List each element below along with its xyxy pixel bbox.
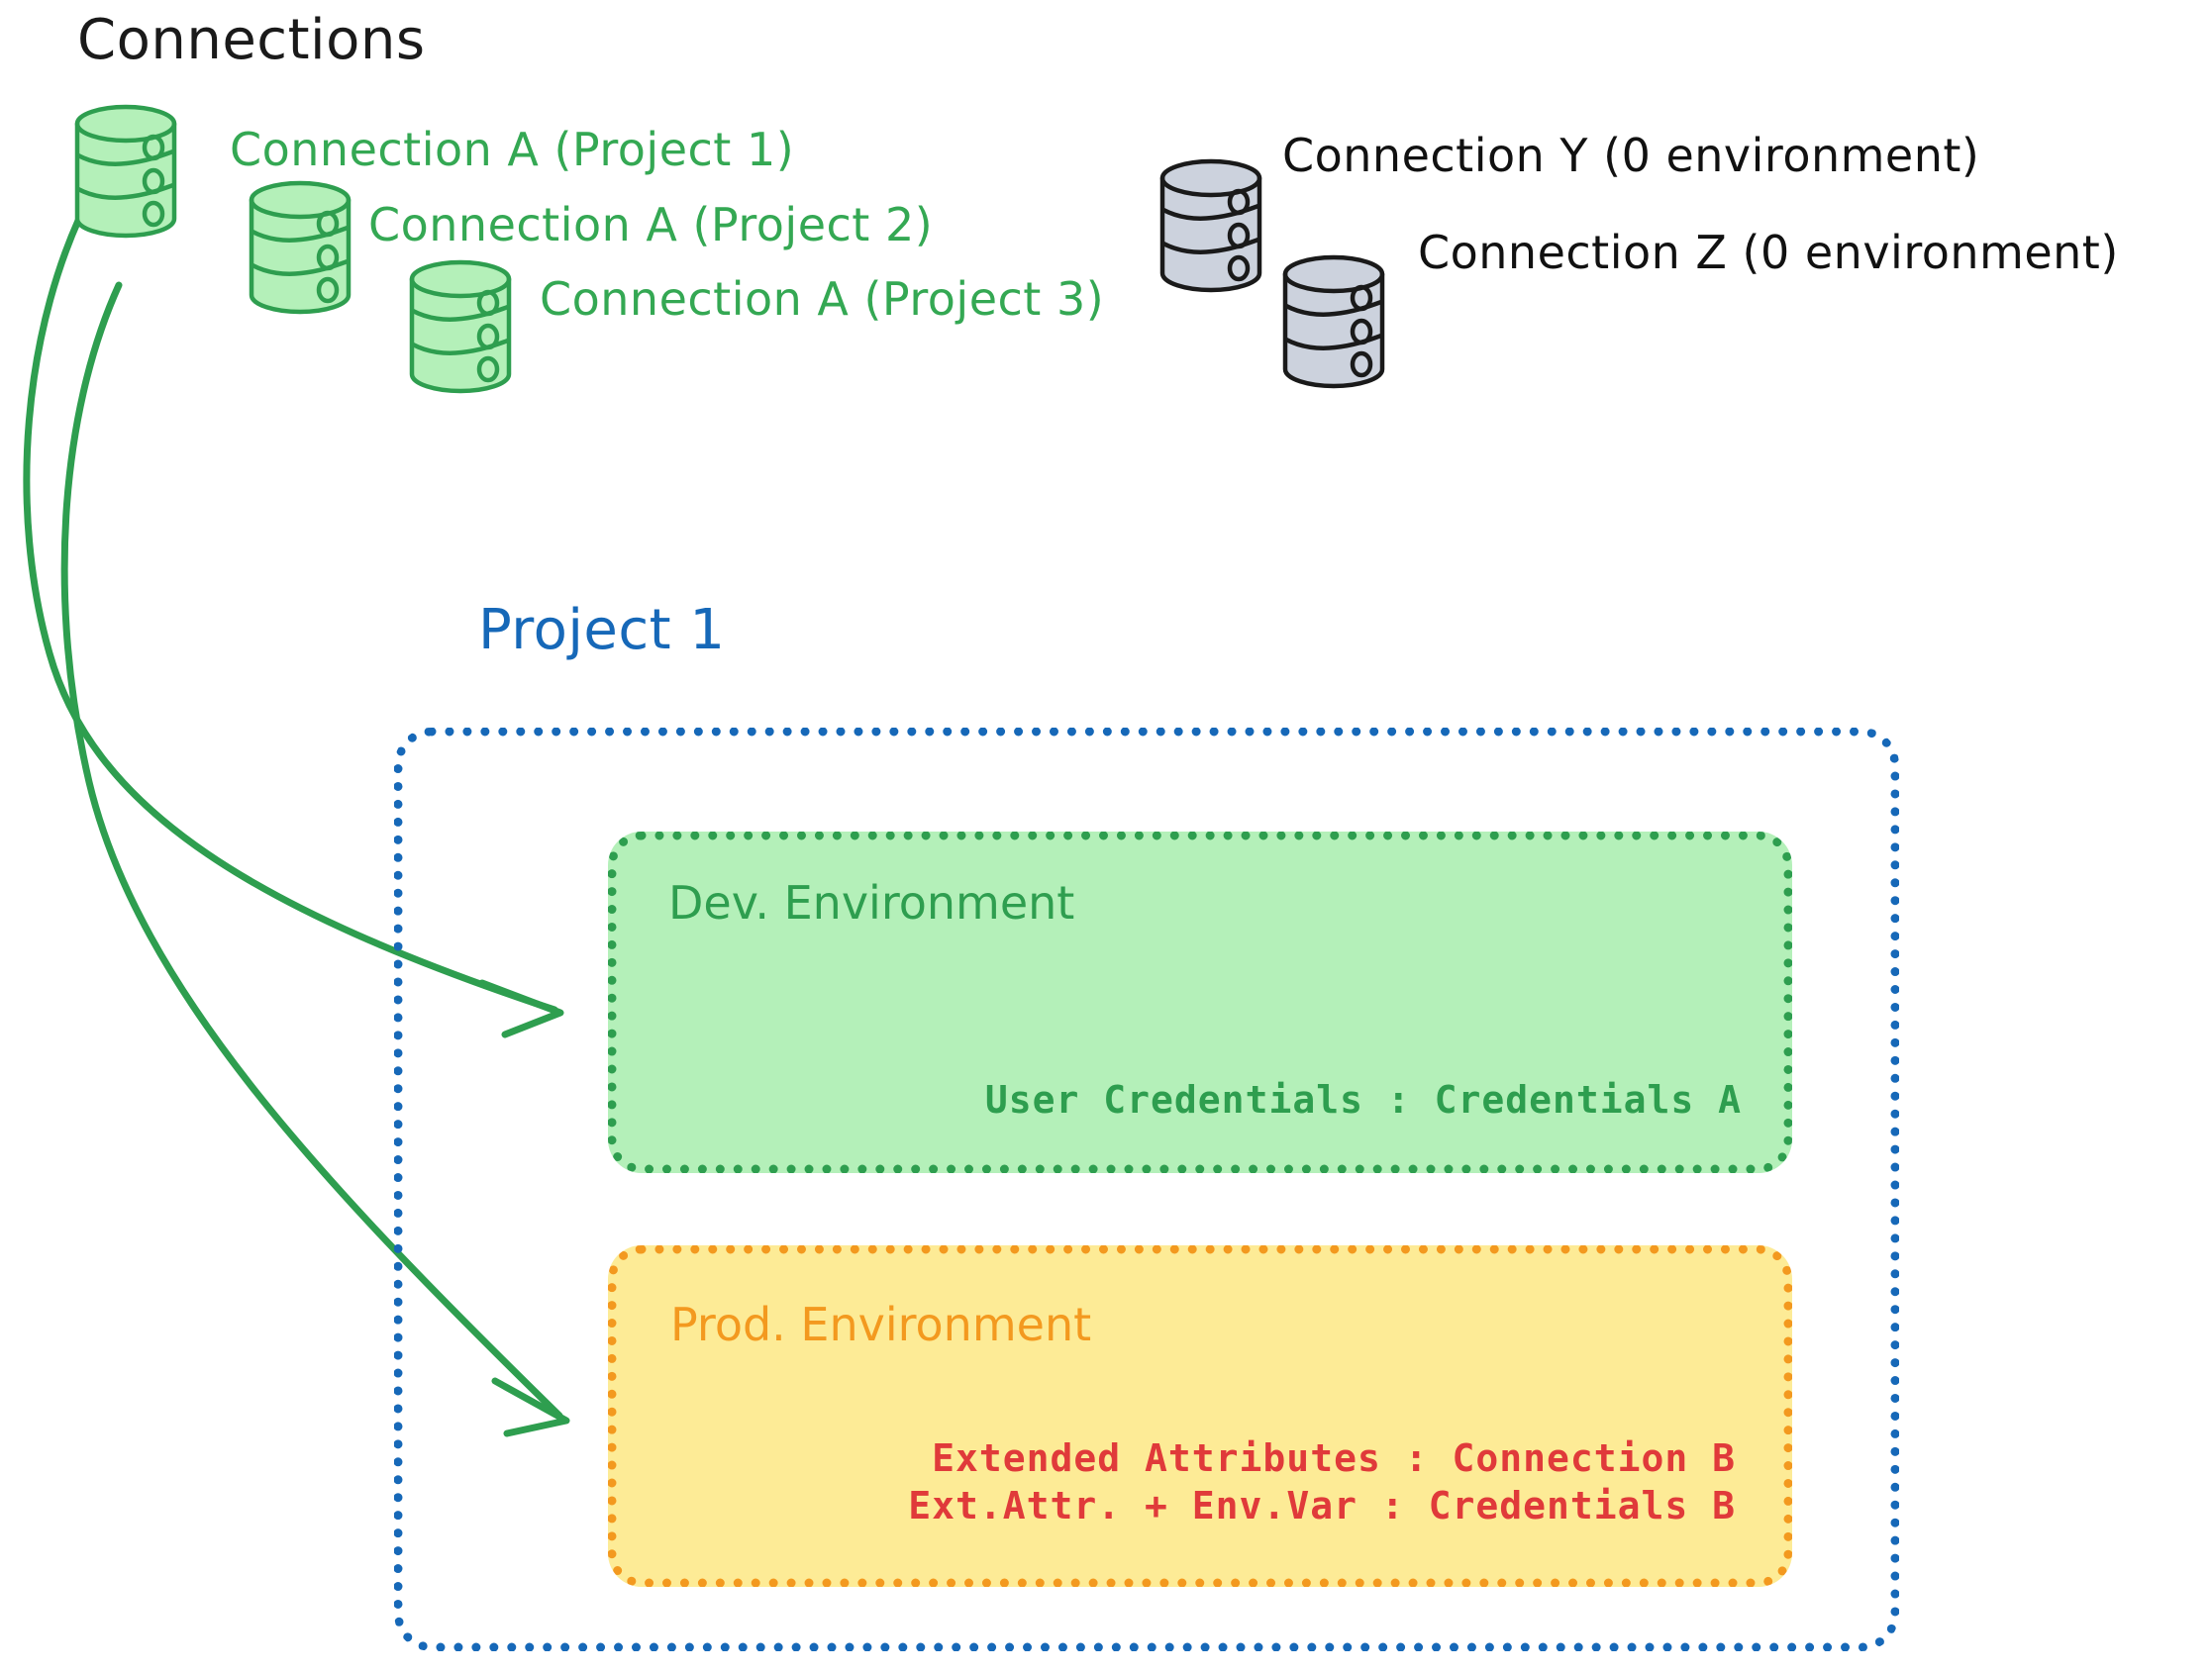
prod-environment-env-var-row: Ext.Attr. + Env.Var : Credentials B: [908, 1484, 1736, 1527]
arrow-connection-a-to-prod: [60, 281, 570, 1437]
prod-environment-box: Prod. Environment Extended Attributes : …: [608, 1245, 1792, 1587]
dev-environment-box: Dev. Environment User Credentials : Cred…: [608, 832, 1792, 1173]
database-cylinder-icon: [1156, 156, 1265, 299]
project-container: [394, 728, 1899, 1651]
dev-environment-credentials-row: User Credentials : Credentials A: [984, 1078, 1742, 1122]
connection-label-a-project-1: Connection A (Project 1): [230, 123, 795, 176]
dev-environment-title: Dev. Environment: [668, 876, 1075, 930]
prod-environment-title: Prod. Environment: [670, 1298, 1092, 1351]
connection-label-a-project-3: Connection A (Project 3): [540, 272, 1105, 326]
connection-label-z: Connection Z (0 environment): [1418, 226, 2119, 279]
project-title: Project 1: [478, 598, 726, 662]
database-cylinder-icon: [406, 257, 515, 400]
connection-label-a-project-2: Connection A (Project 2): [368, 198, 934, 251]
database-cylinder-icon: [246, 178, 354, 321]
prod-environment-extended-attributes-row: Extended Attributes : Connection B: [932, 1436, 1736, 1480]
arrow-connection-a-to-dev: [23, 184, 564, 1038]
connection-label-y: Connection Y (0 environment): [1282, 129, 1980, 182]
database-cylinder-icon: [1279, 252, 1388, 395]
page-title: Connections: [77, 8, 426, 72]
database-cylinder-icon: [71, 102, 180, 245]
